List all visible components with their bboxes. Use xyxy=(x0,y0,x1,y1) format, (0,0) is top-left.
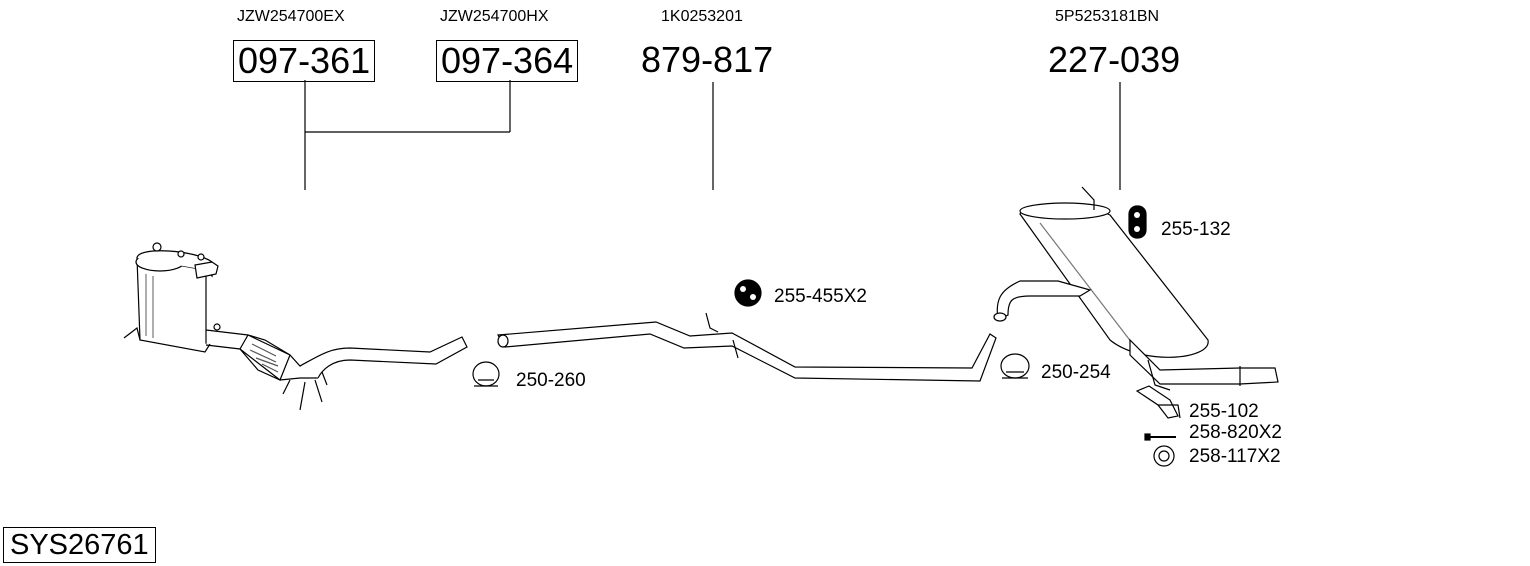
accessory-label-clamp-2[interactable]: 250-254 xyxy=(1041,362,1111,383)
accessory-label-washer[interactable]: 258-117X2 xyxy=(1189,446,1281,467)
washer-icon[interactable] xyxy=(1153,445,1175,467)
middle-pipe-icon[interactable] xyxy=(497,312,997,382)
oem-label-4: 5P5253181BN xyxy=(1055,8,1160,25)
accessory-label-clamp-1[interactable]: 250-260 xyxy=(516,370,586,391)
accessory-label-bracket[interactable]: 255-102 xyxy=(1189,401,1259,422)
bracket-icon[interactable] xyxy=(1135,385,1181,419)
part-number-2[interactable]: 097-364 xyxy=(436,40,579,82)
rubber-mount-icon-2[interactable] xyxy=(1128,205,1147,239)
clamp-icon[interactable] xyxy=(472,361,500,387)
accessory-label-bolt[interactable]: 258-820X2 xyxy=(1189,422,1282,443)
part-number-3[interactable]: 879-817 xyxy=(641,39,774,80)
rear-silencer-icon[interactable] xyxy=(993,186,1279,391)
oem-label-3: 1K0253201 xyxy=(661,8,743,25)
system-code: SYS26761 xyxy=(3,527,156,563)
oem-label-2: JZW254700HX xyxy=(440,8,549,25)
leader-lines xyxy=(304,80,1121,190)
rubber-mount-icon[interactable] xyxy=(734,279,762,307)
part-number-4[interactable]: 227-039 xyxy=(1048,39,1181,80)
accessory-label-mount[interactable]: 255-455X2 xyxy=(774,286,867,307)
accessory-label-mount-2[interactable]: 255-132 xyxy=(1161,219,1231,240)
clamp-icon-2[interactable] xyxy=(1000,353,1030,379)
front-pipe-icon[interactable] xyxy=(205,329,468,411)
catalytic-converter-icon[interactable] xyxy=(123,242,221,353)
bolt-icon[interactable] xyxy=(1144,433,1176,441)
part-number-1[interactable]: 097-361 xyxy=(233,40,376,82)
oem-label-1: JZW254700EX xyxy=(237,8,345,25)
